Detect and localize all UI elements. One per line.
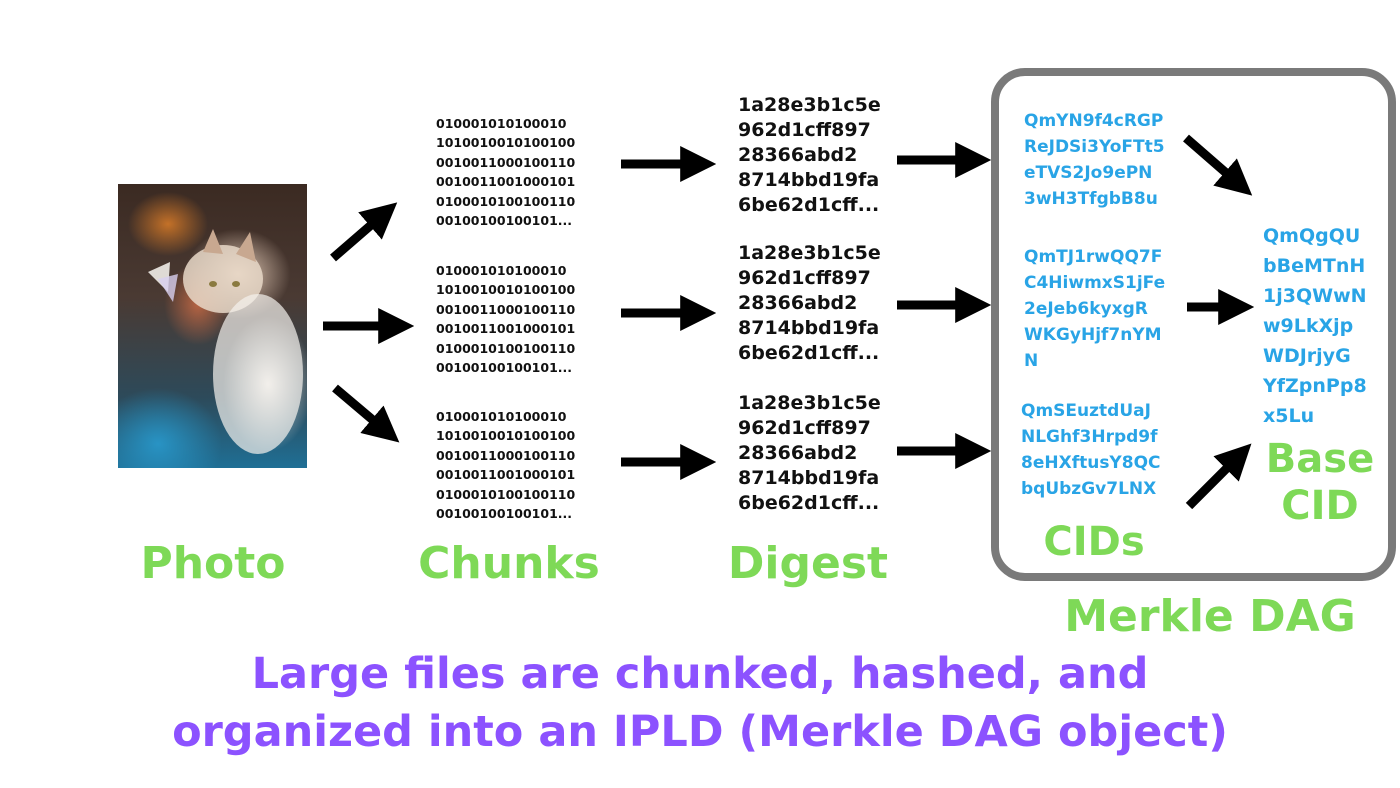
chunks-label: Chunks <box>418 538 600 589</box>
merkle-dag-label: Merkle DAG <box>1064 591 1356 642</box>
cid-3: QmSEuztdUaJ NLGhf3Hrpd9f 8eHXftusY8QC bq… <box>1021 401 1161 499</box>
digest-block-2: 1a28e3b1c5e 962d1cff897 28366abd2 8714bb… <box>738 242 881 364</box>
digest-block-1: 1a28e3b1c5e 962d1cff897 28366abd2 8714bb… <box>738 94 881 216</box>
cid-1: QmYN9f4cRGP ReJDSi3YoFTt5 eTVS2Jo9ePN 3w… <box>1024 111 1165 209</box>
base-cid-label: Base CID <box>1265 436 1375 529</box>
base-cid-value: QmQgQU bBeMTnH 1j3QWwN w9LkXjp WDJrjyG Y… <box>1263 225 1367 427</box>
arrow-photo-to-chunk-3 <box>332 384 400 443</box>
cid-2: QmTJ1rwQQ7F C4HiwmxS1jFe 2eJeb6kyxgR WKG… <box>1024 247 1166 371</box>
caption: Large files are chunked, hashed, and org… <box>172 649 1228 757</box>
chunk-block-1: 010001010100010 1010010010100100 0010011… <box>436 116 576 229</box>
arrow-photo-to-chunk-1 <box>330 202 398 262</box>
photo-label: Photo <box>140 538 286 589</box>
arrow-cid-3-to-base <box>1185 443 1252 510</box>
cids-label: CIDs <box>1043 519 1145 565</box>
cat-photo-image <box>118 184 307 468</box>
cat-illustration <box>148 229 303 454</box>
chunk-block-3: 010001010100010 1010010010100100 0010011… <box>436 409 576 522</box>
digest-block-3: 1a28e3b1c5e 962d1cff897 28366abd2 8714bb… <box>738 392 881 514</box>
chunk-block-2: 010001010100010 1010010010100100 0010011… <box>436 263 576 376</box>
arrow-cid-1-to-base <box>1183 134 1253 196</box>
digest-label: Digest <box>727 538 889 589</box>
